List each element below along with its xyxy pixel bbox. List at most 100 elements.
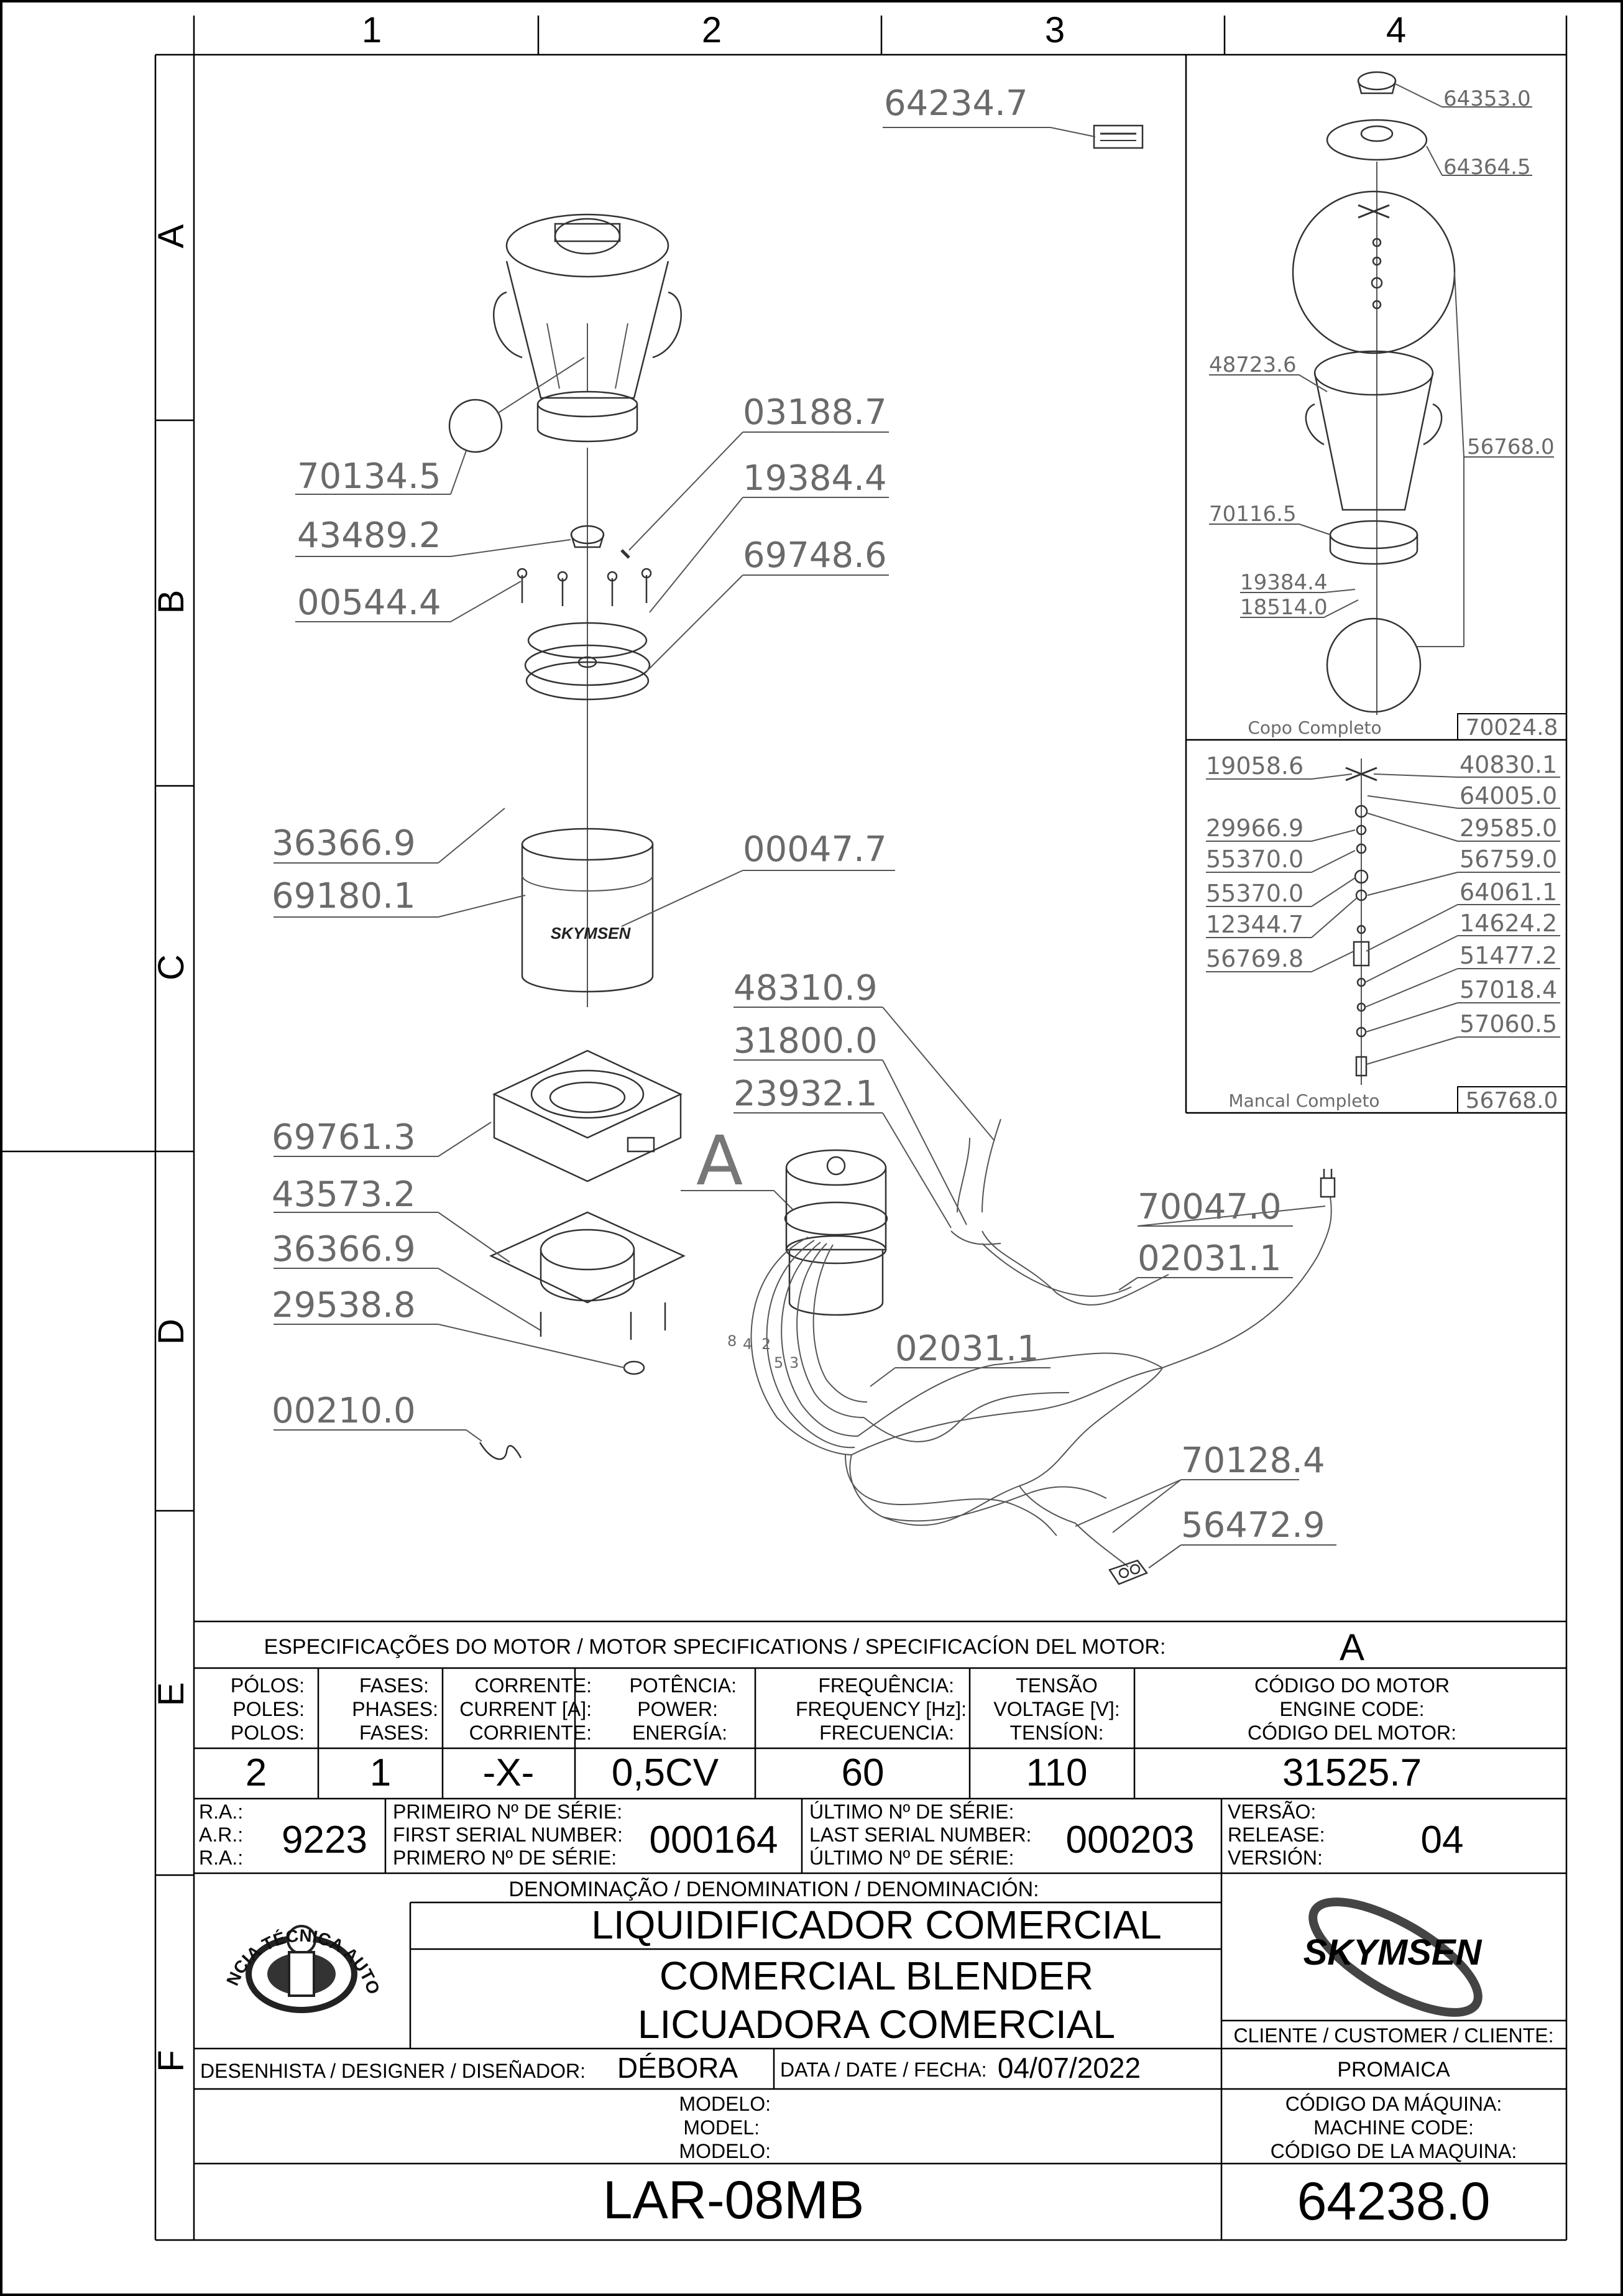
svg-text:ASSISTÊNCIA TÉCNICA AUTORIZADA: ASSISTÊNCIA TÉCNICA AUTORIZADA	[0, 0, 384, 1996]
denomination-header: DENOMINAÇÃO / DENOMINATION / DENOMINACIÓ…	[508, 1878, 1039, 1901]
copo-label-64353: 64353.0	[1443, 86, 1531, 111]
mancal-label-57060: 57060.5	[1460, 1010, 1557, 1038]
motor-spec-header-frequency: FREQUÊNCIA: FREQUENCY [Hz]: FRECUENCIA:	[796, 1674, 967, 1744]
copo-jar-part	[1305, 350, 1443, 565]
mancal-label-40830: 40830.1	[1460, 751, 1557, 778]
coupler-part	[570, 525, 605, 548]
grid-column-2: 2	[702, 10, 722, 50]
svg-text:R.A.:: R.A.:	[199, 1846, 243, 1869]
wire-number-8: 8	[727, 1332, 737, 1350]
part-label-02031-a: 02031.1	[1138, 1238, 1282, 1279]
svg-text:PRIMERO Nº DE SÉRIE:: PRIMERO Nº DE SÉRIE:	[393, 1846, 617, 1869]
grid-column-1: 1	[362, 10, 382, 50]
part-label-02031-b: 02031.1	[895, 1329, 1039, 1369]
svg-text:FASES:: FASES:	[359, 1722, 429, 1744]
grid-column-4: 4	[1386, 10, 1406, 50]
svg-text:ÚLTIMO Nº DE SÉRIE:: ÚLTIMO Nº DE SÉRIE:	[809, 1800, 1014, 1823]
part-label-69180: 69180.1	[272, 876, 416, 916]
svg-text:MODELO:: MODELO:	[679, 2093, 771, 2115]
svg-text:FREQUÊNCIA:: FREQUÊNCIA:	[818, 1674, 954, 1697]
grid-row-f: F	[151, 2050, 191, 2072]
switch-part	[1108, 1559, 1148, 1585]
last-serial-value: 000203	[1066, 1819, 1195, 1861]
motor-spec-title-value: A	[1340, 1626, 1364, 1668]
part-label-31800: 31800.0	[733, 1021, 878, 1061]
label-plate-part	[1093, 124, 1144, 149]
seal-text: ASSISTÊNCIA TÉCNICA AUTORIZADA	[0, 0, 384, 1996]
date-value: 04/07/2022	[998, 2052, 1141, 2084]
mancal-label-19058: 19058.6	[1206, 752, 1303, 780]
coupler-base-part	[524, 622, 651, 701]
svg-text:PHASES:: PHASES:	[352, 1698, 438, 1720]
mancal-label-29585: 29585.0	[1460, 814, 1557, 842]
motor-spec-header-phases: FASES: PHASES: FASES:	[352, 1674, 438, 1744]
brand-logo: SKYMSEN	[1303, 1932, 1483, 1973]
part-label-19384: 19384.4	[743, 458, 887, 499]
screws-part	[517, 568, 652, 606]
svg-text:MODELO:: MODELO:	[679, 2140, 771, 2162]
svg-text:CORRIENTE:: CORRIENTE:	[469, 1722, 592, 1744]
motor-spec-header-voltage: TENSÃO VOLTAGE [V]: TENSÍON:	[993, 1674, 1120, 1744]
svg-text:LAST SERIAL NUMBER:: LAST SERIAL NUMBER:	[809, 1823, 1031, 1846]
mancal-label-14624: 14624.2	[1460, 910, 1557, 937]
machine-code-value: 64238.0	[1297, 2172, 1491, 2231]
denomination-es: LICUADORA COMERCIAL	[638, 2002, 1115, 2047]
svg-text:MACHINE CODE:: MACHINE CODE:	[1313, 2116, 1474, 2139]
part-label-00210: 00210.0	[272, 1391, 416, 1431]
denomination-en: COMERCIAL BLENDER	[660, 1953, 1093, 1998]
last-serial-labels: ÚLTIMO Nº DE SÉRIE: LAST SERIAL NUMBER: …	[809, 1800, 1031, 1869]
grid-row-c: C	[151, 954, 191, 980]
motor-cover-part: SKYMSEN	[521, 828, 654, 993]
first-serial-labels: PRIMEIRO Nº DE SÉRIE: FIRST SERIAL NUMBE…	[393, 1800, 623, 1869]
part-label-48310: 48310.9	[733, 968, 878, 1008]
mancal-label-55370-a: 55370.0	[1206, 846, 1303, 873]
svg-text:TENSÃO: TENSÃO	[1016, 1674, 1098, 1697]
copo-label-18514: 18514.0	[1240, 595, 1328, 620]
svg-text:FASES:: FASES:	[359, 1674, 429, 1697]
client-value: PROMAICA	[1337, 2058, 1450, 2082]
svg-text:FREQUENCY [Hz]:: FREQUENCY [Hz]:	[796, 1698, 967, 1720]
svg-text:MODEL:: MODEL:	[683, 2116, 760, 2139]
mancal-label-12344: 12344.7	[1206, 911, 1303, 938]
svg-text:ÚLTIMO Nº DE SÉRIE:: ÚLTIMO Nº DE SÉRIE:	[809, 1846, 1014, 1869]
blender-jar-part	[493, 213, 682, 443]
part-label-43573: 43573.2	[272, 1174, 416, 1215]
first-serial-value: 000164	[650, 1819, 778, 1861]
part-label-23932: 23932.1	[733, 1074, 878, 1114]
designer-value: DÉBORA	[617, 2052, 738, 2084]
svg-text:POLOS:: POLOS:	[231, 1722, 305, 1744]
svg-text:POTÊNCIA:: POTÊNCIA:	[630, 1674, 737, 1697]
motor-letter: A	[696, 1121, 743, 1201]
title-block: ESPECIFICAÇÕES DO MOTOR / MOTOR SPECIFIC…	[0, 0, 1566, 2240]
svg-text:FRECUENCIA:: FRECUENCIA:	[819, 1722, 954, 1744]
part-label-69748: 69748.6	[743, 535, 887, 576]
model-value: LAR-08MB	[603, 2170, 865, 2230]
skymsen-logo: SKYMSEN	[1303, 1897, 1483, 2017]
wire-number-4: 4	[743, 1335, 752, 1353]
part-label-70047: 70047.0	[1138, 1187, 1282, 1227]
svg-text:VOLTAGE [V]:: VOLTAGE [V]:	[993, 1698, 1120, 1720]
motor-spec-header-poles: PÓLOS: POLES: POLOS:	[231, 1674, 305, 1744]
svg-text:CÓDIGO DEL MOTOR:: CÓDIGO DEL MOTOR:	[1248, 1722, 1456, 1744]
svg-text:RELEASE:: RELEASE:	[1228, 1823, 1325, 1846]
svg-text:R.A.:: R.A.:	[199, 1800, 243, 1823]
svg-text:FIRST SERIAL NUMBER:: FIRST SERIAL NUMBER:	[393, 1823, 623, 1846]
mancal-label-57018: 57018.4	[1460, 976, 1557, 1003]
part-label-70128: 70128.4	[1181, 1441, 1325, 1481]
motor-spec-value-engine-code: 31525.7	[1282, 1751, 1422, 1794]
date-label: DATA / DATE / FECHA:	[780, 2059, 986, 2081]
copo-label-19384: 19384.4	[1240, 570, 1328, 595]
svg-text:VERSÃO:: VERSÃO:	[1228, 1800, 1316, 1823]
mancal-label-29966: 29966.9	[1206, 814, 1303, 842]
svg-text:A.R.:: A.R.:	[199, 1823, 243, 1846]
machine-code-labels: CÓDIGO DA MÁQUINA: MACHINE CODE: CÓDIGO …	[1271, 2093, 1517, 2162]
motor-spec-value-frequency: 60	[842, 1751, 885, 1794]
svg-text:ENERGÍA:: ENERGÍA:	[632, 1722, 727, 1744]
denomination-pt: LIQUIDIFICADOR COMERCIAL	[591, 1902, 1161, 1947]
svg-text:TENSÍON:: TENSÍON:	[1009, 1722, 1103, 1744]
mancal-label-51477: 51477.2	[1460, 942, 1557, 969]
part-label-36366-b: 36366.9	[272, 1229, 416, 1270]
bottom-plate-part	[489, 1211, 686, 1304]
